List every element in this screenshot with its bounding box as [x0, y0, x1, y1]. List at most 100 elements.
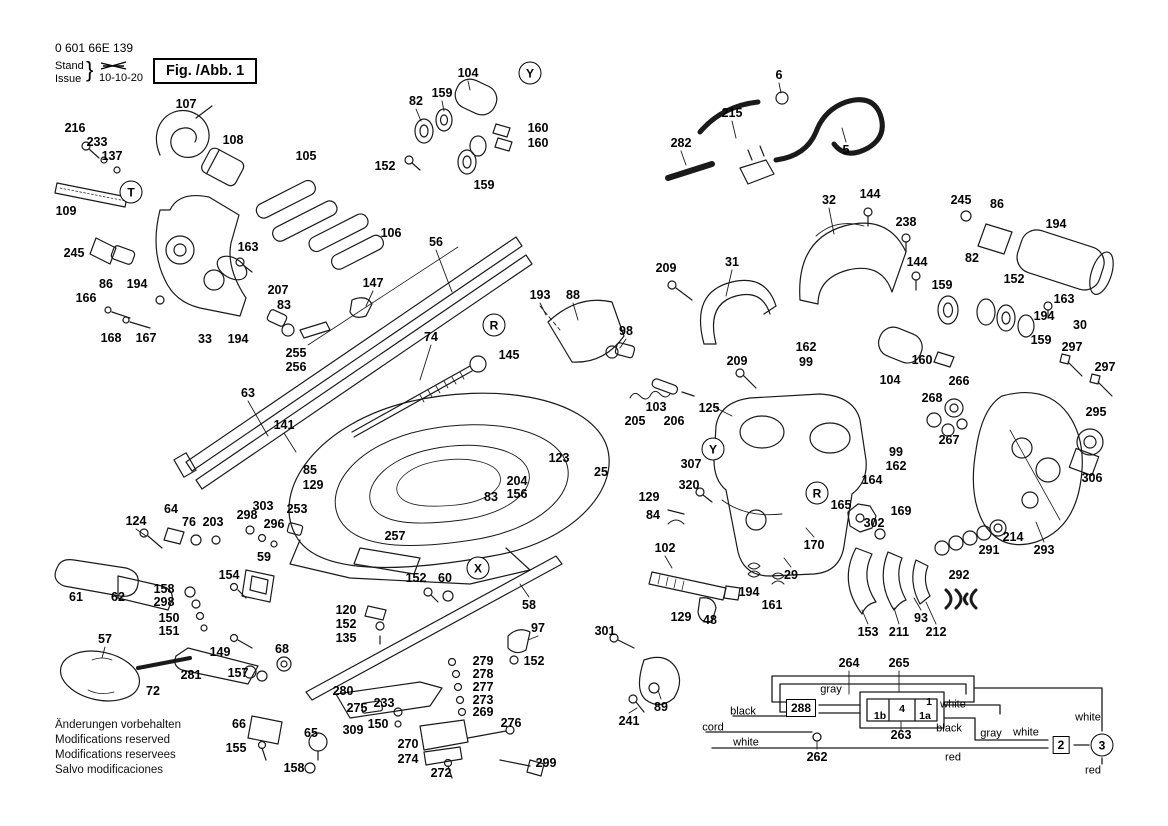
part-callout: 211 [888, 624, 910, 639]
part-callout: 129 [302, 477, 324, 492]
tubes-105 [255, 179, 338, 242]
part-callout: 83 [484, 489, 498, 504]
part-callout: 292 [948, 567, 970, 582]
part-callout: 86 [99, 276, 113, 291]
part-callout: 159 [931, 277, 953, 292]
part-callout: 268 [921, 390, 943, 405]
part-callout: 56 [429, 234, 443, 249]
stand-label: Stand [55, 60, 84, 72]
part-callout: 85 [303, 462, 317, 477]
part-callout: 194 [227, 331, 249, 346]
part-callout: 137 [101, 148, 123, 163]
wire-color-label: cord [702, 721, 724, 734]
part-callout: 241 [618, 713, 640, 728]
carry-handle-31 [700, 279, 777, 345]
part-callout: 297 [1061, 339, 1083, 354]
part-callout: 32 [822, 192, 836, 207]
part-callout: 104 [879, 372, 901, 387]
part-callout: 204 [506, 473, 528, 488]
part-callout: 293 [1033, 542, 1055, 557]
wire-color-label: white [940, 698, 966, 711]
modification-note: Änderungen vorbehalten [55, 719, 181, 731]
part-callout: 238 [895, 214, 917, 229]
part-callout: 164 [861, 472, 883, 487]
part-callout: 48 [703, 612, 717, 627]
part-callout: 154 [218, 567, 240, 582]
part-callout: 282 [670, 135, 692, 150]
housing-30 [937, 210, 1114, 338]
part-callout: 129 [638, 489, 660, 504]
part-callout: 152 [374, 158, 396, 173]
part-callout: 298 [236, 507, 258, 522]
part-callout: 297 [1094, 359, 1116, 374]
part-callout: 144 [906, 254, 928, 269]
part-callout: 159 [1030, 332, 1052, 347]
part-callout: 233 [373, 695, 395, 710]
part-callout: 303 [252, 498, 274, 513]
main-handle-32 [799, 222, 907, 305]
part-callout: 306 [1081, 470, 1103, 485]
part-callout: 145 [498, 347, 520, 362]
part-callout: 280 [332, 683, 354, 698]
part-callout: 83 [277, 297, 291, 312]
arm-housing-125 [713, 393, 867, 577]
part-callout: 155 [225, 740, 247, 755]
wire-color-label: white [733, 736, 759, 749]
part-callout: 82 [409, 93, 423, 108]
part-callout: 29 [784, 567, 798, 582]
part-callout: 301 [594, 623, 616, 638]
part-callout: 64 [164, 501, 178, 516]
part-callout: 104 [457, 65, 479, 80]
part-callout: 160 [527, 120, 549, 135]
modification-note: Modifications reserved [55, 734, 171, 746]
part-callout: 233 [86, 134, 108, 149]
part-callout: 153 [857, 624, 879, 639]
part-callout: 212 [925, 624, 947, 639]
part-callout: 167 [135, 330, 157, 345]
turntable-base [288, 392, 610, 585]
figure-label: Fig. /Abb. 1 [153, 58, 258, 84]
part-callout: 62 [111, 589, 125, 604]
part-callout: 245 [950, 192, 972, 207]
part-callout: 65 [304, 725, 318, 740]
part-callout: 59 [257, 549, 271, 564]
part-callout: 129 [670, 609, 692, 624]
rod-109 [54, 182, 128, 208]
part-callout: 194 [738, 584, 760, 599]
circled-marker: R [482, 313, 506, 337]
part-callout: 216 [64, 120, 86, 135]
part-callout: 109 [55, 203, 77, 218]
part-callout: 105 [295, 148, 317, 163]
circled-marker: X [466, 556, 490, 580]
roller-set-top [404, 78, 513, 175]
part-callout: 215 [721, 105, 743, 120]
wire-color-label: black [730, 705, 756, 718]
wire-color-label: white [1013, 726, 1039, 739]
part-callout: 89 [654, 699, 668, 714]
part-callout: 66 [232, 716, 246, 731]
wiring-terminal-number: 4 [899, 702, 905, 715]
part-callout: 58 [522, 597, 536, 612]
part-callout: 168 [100, 330, 122, 345]
part-callout: 102 [654, 540, 676, 555]
part-callout: 84 [646, 507, 660, 522]
part-callout: 152 [523, 653, 545, 668]
part-callout: 57 [98, 631, 112, 646]
part-callout: 151 [158, 623, 180, 638]
part-callout: 144 [859, 186, 881, 201]
part-callout: 61 [69, 589, 83, 604]
part-callout: 209 [655, 260, 677, 275]
wiring-terminal-number: 1a [919, 709, 931, 722]
part-callout: 6 [775, 67, 783, 82]
spring-illustration [155, 105, 213, 158]
part-callout: 147 [362, 275, 384, 290]
part-callout: 194 [1033, 308, 1055, 323]
part-callout: 63 [241, 385, 255, 400]
part-callout: 150 [158, 610, 180, 625]
part-callout: 98 [619, 323, 633, 338]
circled-marker: 3 [1090, 733, 1114, 757]
part-callout: 209 [726, 353, 748, 368]
part-callout: 206 [663, 413, 685, 428]
